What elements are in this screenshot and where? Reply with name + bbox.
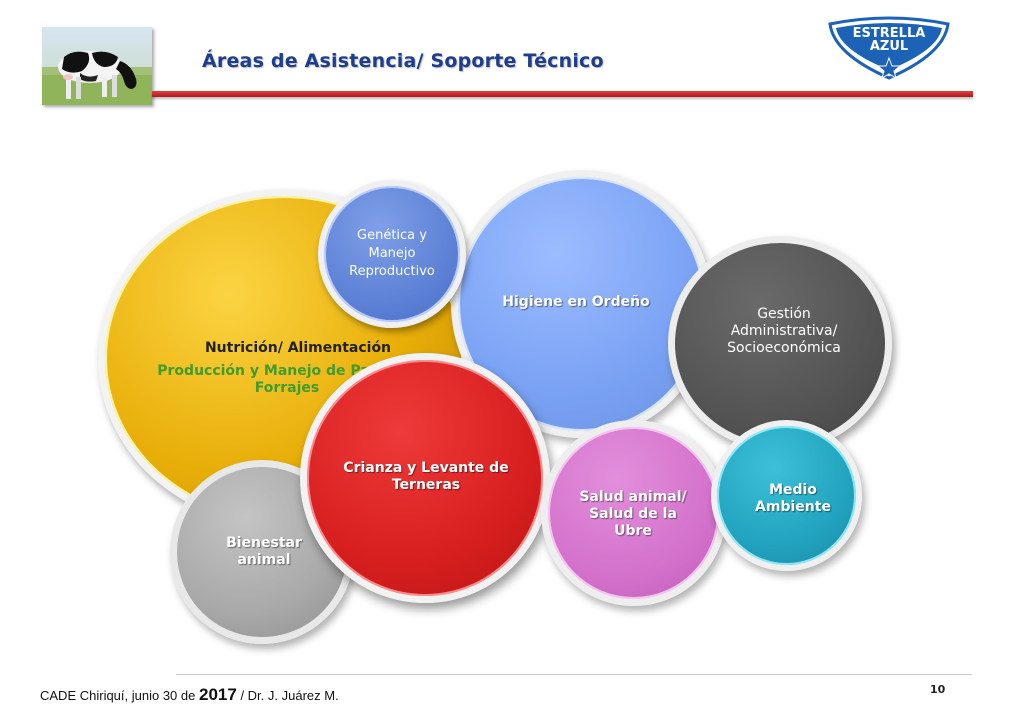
cow-photo-icon	[42, 27, 152, 105]
bubble-gestion	[668, 236, 892, 451]
label-higiene: Higiene en Ordeño	[502, 294, 650, 310]
label-gestion-line2: Administrativa/	[730, 323, 838, 339]
bubble-medio-ambiente	[711, 420, 862, 571]
label-genetica-line2: Manejo	[368, 246, 416, 261]
label-gestion-line1: Gestión	[757, 306, 811, 322]
label-genetica-line1: Genética y	[357, 228, 427, 243]
page-title: Áreas de Asistencia/ Soporte Técnico	[202, 50, 604, 72]
label-crianza-line1: Crianza y Levante de	[343, 460, 509, 476]
label-gestion: Gestión Administrativa/ Socioeconómica	[686, 306, 882, 357]
label-salud-line2: Salud de la	[589, 506, 677, 522]
label-bienestar-line2: animal	[237, 552, 291, 568]
label-nutricion-sub-line2: Forrajes	[254, 380, 320, 396]
label-gestion-line3: Socioeconómica	[727, 340, 841, 356]
footer-suffix: / Dr. J. Juárez M.	[240, 688, 339, 703]
footer-prefix: CADE Chiriquí, junio 30 de	[40, 688, 196, 703]
label-bienestar-line1: Bienestar	[226, 535, 302, 551]
label-medio-line1: Medio	[769, 482, 817, 498]
label-salud-line3: Ubre	[614, 523, 652, 539]
footer-year: 2017	[198, 685, 237, 704]
header-divider	[152, 91, 973, 97]
label-crianza: Crianza y Levante de Terneras	[326, 460, 526, 494]
label-salud-line1: Salud animal/	[579, 489, 687, 505]
label-nutricion-title: Nutrición/ Alimentación	[204, 340, 392, 356]
logo-text-line1: ESTRELLA	[852, 26, 926, 41]
footer-credit: CADE Chiriquí, junio 30 de 2017 / Dr. J.…	[40, 685, 339, 705]
label-medio-ambiente: Medio Ambiente	[724, 482, 862, 516]
label-genetica-line3: Reproductivo	[349, 264, 435, 279]
label-medio-line2: Ambiente	[755, 499, 831, 515]
footer-divider	[176, 674, 972, 675]
label-bienestar: Bienestar animal	[200, 535, 328, 569]
logo-text-line2: AZUL	[869, 39, 909, 54]
label-salud: Salud animal/ Salud de la Ubre	[562, 489, 704, 540]
bubble-genetica	[318, 180, 466, 328]
cow-photo	[42, 27, 152, 105]
label-crianza-line2: Terneras	[391, 477, 461, 493]
page-number: 10	[930, 683, 946, 696]
label-genetica: Genética y Manejo Reproductivo	[330, 227, 454, 281]
estrella-azul-logo-icon	[828, 16, 950, 80]
